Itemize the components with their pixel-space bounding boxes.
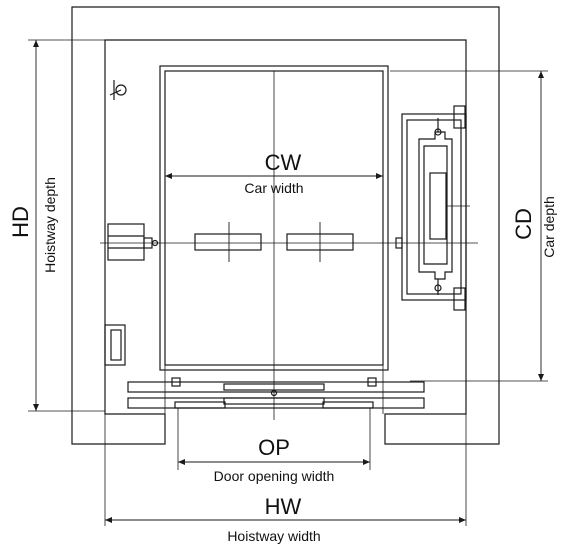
door-sill-assembly xyxy=(127,377,425,409)
cw-label: Car width xyxy=(244,180,303,196)
counterweight-assembly xyxy=(395,105,470,311)
hw-abbreviation: HW xyxy=(265,494,302,519)
hw-label: Hoistway width xyxy=(227,528,320,544)
hoistway-wall-outline xyxy=(71,6,500,445)
fixture-symbol-icon xyxy=(109,80,127,100)
cw-abbreviation: CW xyxy=(265,150,302,175)
op-label: Door opening width xyxy=(214,468,335,484)
hd-abbreviation: HD xyxy=(8,206,33,238)
left-guide-rail xyxy=(107,223,159,261)
cd-abbreviation: CD xyxy=(511,208,536,240)
op-abbreviation: OP xyxy=(258,435,290,460)
hd-label: Hoistway depth xyxy=(42,177,58,273)
junction-box xyxy=(104,324,126,366)
handrail-left xyxy=(194,233,262,251)
cd-label: Car depth xyxy=(541,196,557,257)
